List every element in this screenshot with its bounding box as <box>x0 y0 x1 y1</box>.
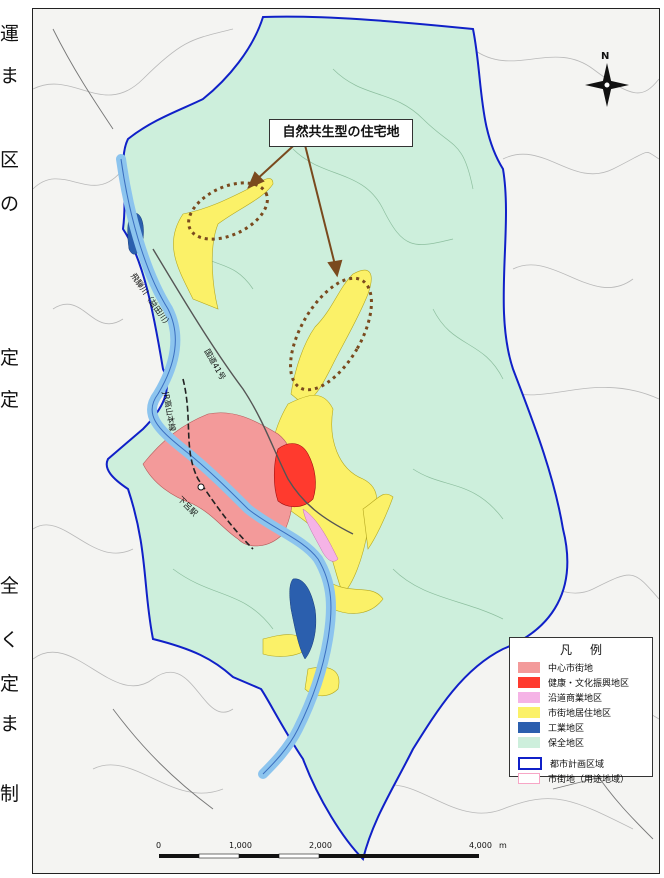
scale-label-2000: 2,000 <box>309 841 332 850</box>
side-char-5: 定 <box>0 390 18 410</box>
legend-item: 工業地区 <box>510 720 652 735</box>
side-char-1: ま <box>0 66 18 86</box>
scale-unit: m <box>499 841 507 850</box>
planning-area <box>105 15 569 861</box>
legend-item: 中心市街地 <box>510 660 652 675</box>
residential-zones <box>173 178 394 697</box>
land-use-map: 自然共生型の住宅地 N 飛騨川（益田川） 国道41号 JR高山本線 下呂駅 凡例… <box>32 8 660 874</box>
side-char-6: 全 <box>0 576 18 596</box>
side-char-2: 区 <box>0 150 18 170</box>
route-41 <box>152 248 354 535</box>
legend-item: 市街地（用途地域） <box>510 771 652 786</box>
legend-label: 健康・文化振興地区 <box>548 679 630 689</box>
local-roads <box>52 28 654 840</box>
side-char-9: ま <box>0 714 18 734</box>
map-canvas <box>33 15 659 861</box>
jr-rail-line <box>182 378 254 550</box>
legend-swatch <box>518 692 540 703</box>
legend-swatch <box>518 677 540 688</box>
legend-title: 凡例 <box>559 643 620 657</box>
legend-label: 市街地居住地区 <box>548 709 612 719</box>
legend-item: 保全地区 <box>510 735 652 750</box>
legend-swatch <box>518 662 540 673</box>
side-char-8: 定 <box>0 674 18 694</box>
legend-label: 都市計画区域 <box>550 760 605 770</box>
legend-swatch <box>518 737 540 748</box>
side-text-column: 運 ま 区 の 定 定 全 く 定 ま 制 <box>0 0 30 878</box>
legend: 凡例 中心市街地 健康・文化振興地区 沿道商業地区 市街地居住地区 工業地区 保… <box>509 637 653 785</box>
callout-ellipse-2 <box>289 276 373 392</box>
legend-swatch <box>518 722 540 733</box>
scale-label-1000: 1,000 <box>229 841 252 850</box>
legend-label: 保全地区 <box>548 739 585 749</box>
health-culture-zone <box>273 443 316 508</box>
side-char-3: の <box>0 194 18 214</box>
scale-label-0: 0 <box>156 841 162 850</box>
north-arrow-icon <box>585 63 629 107</box>
side-char-0: 運 <box>0 24 18 44</box>
roadside-commercial-zone <box>302 508 339 562</box>
station-marker <box>197 483 205 491</box>
legend-item: 健康・文化振興地区 <box>510 675 652 690</box>
legend-item: 市街地居住地区 <box>510 705 652 720</box>
scale-bar <box>159 853 479 859</box>
legend-swatch-outline <box>518 757 542 770</box>
callout-ellipse-1 <box>187 181 269 241</box>
legend-label: 沿道商業地区 <box>548 694 603 704</box>
side-char-10: 制 <box>0 784 18 804</box>
legend-swatch <box>518 707 540 718</box>
side-char-4: 定 <box>0 348 18 368</box>
legend-swatch-outline <box>518 773 540 784</box>
scale-label-4000: 4,000 <box>469 841 492 850</box>
side-char-7: く <box>0 630 18 650</box>
river-edge <box>120 158 332 775</box>
callout-nature-residential: 自然共生型の住宅地 <box>269 119 413 147</box>
legend-label: 中心市街地 <box>548 664 594 674</box>
north-label: N <box>601 51 610 62</box>
legend-item: 沿道商業地区 <box>510 690 652 705</box>
legend-item: 都市計画区域 <box>510 756 652 771</box>
legend-label: 工業地区 <box>548 724 585 734</box>
legend-label: 市街地（用途地域） <box>548 775 630 785</box>
